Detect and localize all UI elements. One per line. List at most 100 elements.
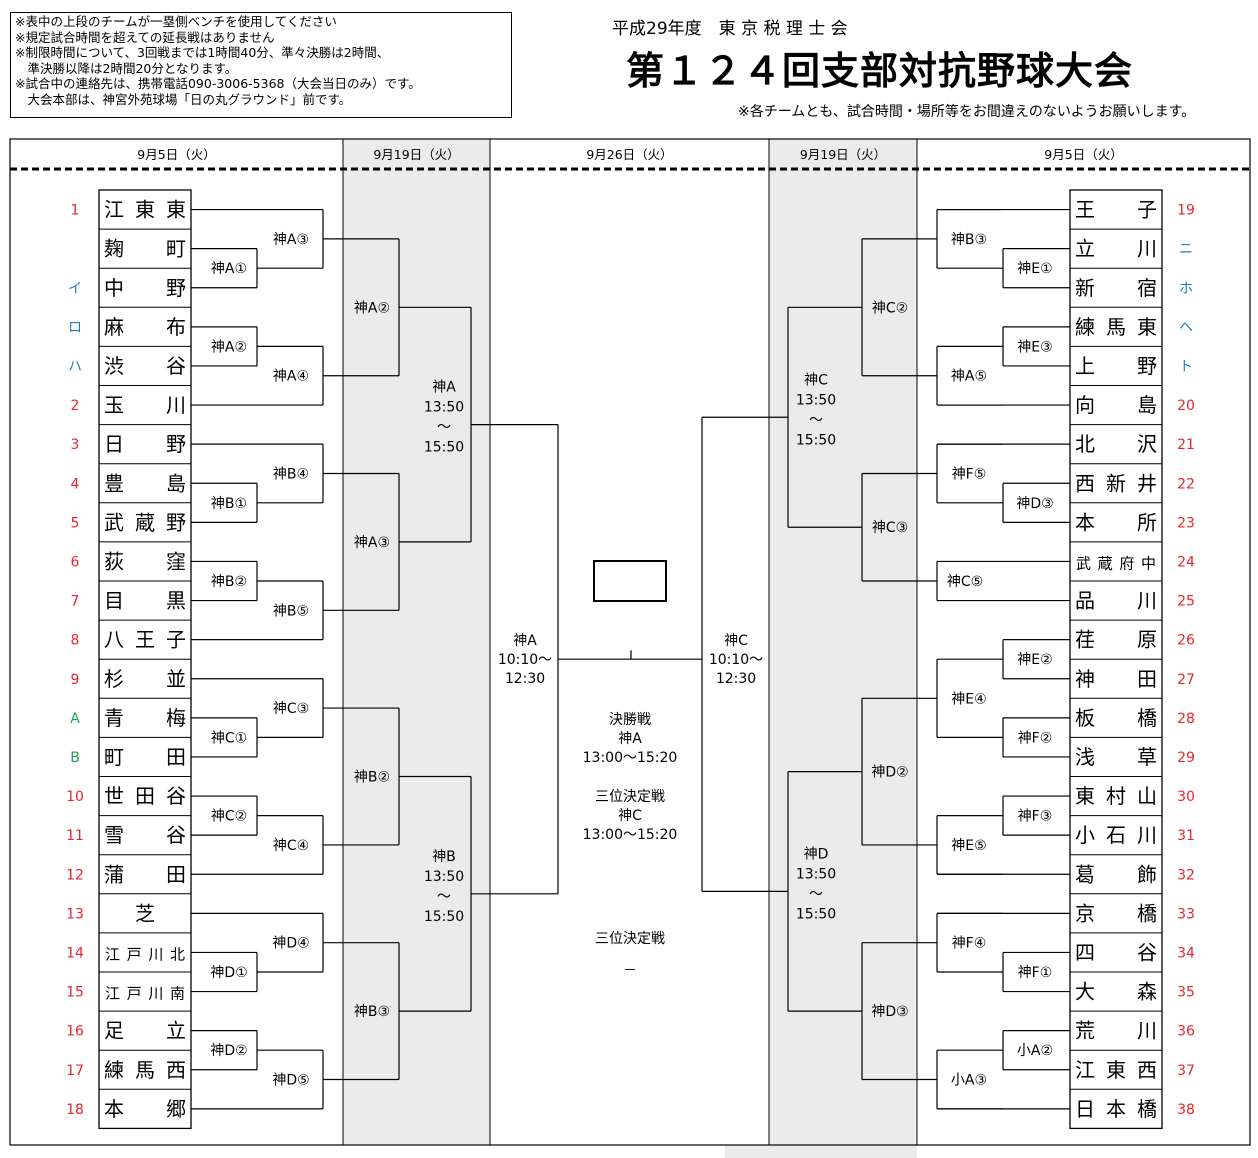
notes-box: ※表中の上段のチームが一塁側ベンチを使用してください ※規定試合時間を超えての延… (10, 12, 512, 118)
footer-shade (725, 1145, 917, 1158)
team-seed-number: 6 (71, 554, 80, 570)
team-seed-number: 16 (66, 1024, 84, 1040)
semifinal-time: ～ (809, 886, 823, 902)
match-label: 小A② (1017, 1043, 1053, 1059)
match-label: 神B② (211, 574, 247, 590)
team-name: 神 田 (1075, 667, 1157, 691)
match-label: 神A③ (273, 232, 309, 248)
match-label: 神C④ (273, 838, 309, 854)
final-title: 決勝戦 (609, 712, 651, 728)
match-label: 神A④ (273, 369, 309, 385)
match-label: 神A③ (354, 535, 390, 551)
match-label: 神A② (211, 339, 247, 355)
match-label: 神A② (354, 300, 390, 316)
note-line: 大会本部は、神宮外苑球場「日の丸グラウンド」前です。 (15, 91, 352, 107)
round-column-shade (769, 139, 917, 1145)
team-seed-number: 21 (1177, 437, 1195, 453)
team-name: 王 子 (1075, 198, 1157, 222)
team-seed-number: 34 (1177, 945, 1195, 961)
third-place-title: 三位決定戦 (595, 789, 665, 805)
team-seed-number: A (70, 711, 80, 727)
third-place-title: 三位決定戦 (595, 931, 665, 947)
date-header: 9月19日（火） (373, 147, 459, 162)
semifinal-label: 神C (804, 372, 828, 388)
team-name: 江 東 西 (1075, 1058, 1157, 1082)
note-line: ※試合中の連絡先は、携帯電話090-3006-5368（大会当日のみ）です。 (15, 76, 421, 92)
semifinal-time: 15:50 (424, 909, 464, 925)
team-seed-number: 27 (1177, 672, 1195, 688)
semifinal-time: 15:50 (796, 432, 836, 448)
team-name: 芝 (135, 901, 155, 925)
team-name: 荻 窪 (104, 549, 186, 573)
team-name: 荒 川 (1075, 1019, 1157, 1043)
match-label: 神B① (211, 496, 247, 512)
team-name: 八 王 子 (104, 628, 186, 652)
team-name: 上 野 (1075, 354, 1157, 378)
team-seed-number: 1 (71, 203, 80, 219)
team-name: 荏 原 (1075, 628, 1157, 652)
match-label: 神C② (872, 300, 908, 316)
team-seed-number: 2 (71, 398, 80, 414)
final-time: 10:10～ (709, 652, 763, 668)
round-column-shade (343, 139, 490, 1145)
semifinal-time: 13:50 (424, 400, 464, 416)
semifinal-time: 15:50 (796, 906, 836, 922)
team-seed-number: 36 (1177, 1024, 1195, 1040)
team-seed-number: 3 (71, 437, 80, 453)
team-seed-number: 14 (66, 945, 84, 961)
notice-text: ※各チームとも、試合時間・場所等をお間違えのないようお願いします。 (738, 104, 1196, 120)
team-seed-number: 33 (1177, 906, 1195, 922)
team-name: 武 蔵 野 (104, 510, 186, 534)
match-label: 神F④ (952, 936, 987, 952)
match-label: 神C⑤ (947, 574, 983, 590)
match-label: 神C① (211, 730, 247, 746)
semifinal-label: 神D (804, 846, 829, 862)
team-name: 京 橋 (1075, 901, 1157, 925)
team-name: 麹 町 (104, 237, 186, 261)
semifinal-time: 15:50 (424, 440, 464, 456)
team-name: 豊 島 (104, 471, 186, 495)
team-name: 向 島 (1075, 393, 1157, 417)
match-label: 小A③ (951, 1073, 987, 1089)
team-name: 町 田 (104, 745, 186, 769)
date-header: 9月5日（火） (137, 147, 215, 162)
team-seed-number: 28 (1177, 711, 1195, 727)
match-label: 神B③ (951, 232, 987, 248)
match-label: 神C③ (872, 520, 908, 536)
final-time: 12:30 (716, 671, 756, 687)
match-label: 神D② (871, 765, 908, 781)
team-name: 足 立 (104, 1019, 186, 1043)
team-name: 練 馬 東 (1075, 315, 1157, 339)
date-header: 9月19日（火） (800, 147, 886, 162)
bracket-frame (9, 138, 1251, 1146)
third-place-time: 13:00～15:20 (583, 827, 678, 843)
team-name: 中 野 (104, 276, 186, 300)
match-label: 神E④ (951, 691, 986, 707)
team-seed-number: 26 (1177, 633, 1195, 649)
match-label: 神A① (211, 261, 247, 277)
match-label: 神F⑤ (952, 466, 987, 482)
team-seed-number: 7 (71, 594, 80, 610)
team-name: 品 川 (1075, 589, 1157, 613)
team-seed-number: 24 (1177, 554, 1195, 570)
match-label: 神D③ (871, 1004, 908, 1020)
match-label: 神D⑤ (272, 1073, 309, 1089)
team-seed-number: ヘ (1179, 320, 1193, 336)
note-line: ※表中の上段のチームが一塁側ベンチを使用してください (15, 14, 337, 29)
team-name: 蒲 田 (104, 862, 186, 886)
team-seed-number: 35 (1177, 985, 1195, 1001)
team-name: 渋 谷 (104, 354, 186, 378)
match-label: 神D③ (1016, 496, 1053, 512)
team-seed-number: 4 (71, 476, 80, 492)
team-seed-number: イ (68, 281, 82, 297)
match-label: 神E② (1017, 652, 1052, 668)
third-place-result: － (623, 963, 637, 979)
match-label: 神A⑤ (951, 369, 987, 385)
semifinal-label: 神A (432, 380, 456, 396)
team-seed-number: ホ (1179, 281, 1193, 297)
match-label: 神F② (1018, 730, 1053, 746)
team-seed-number: 38 (1177, 1102, 1195, 1118)
team-name: 立 川 (1075, 237, 1157, 261)
team-name: 北 沢 (1075, 432, 1157, 456)
